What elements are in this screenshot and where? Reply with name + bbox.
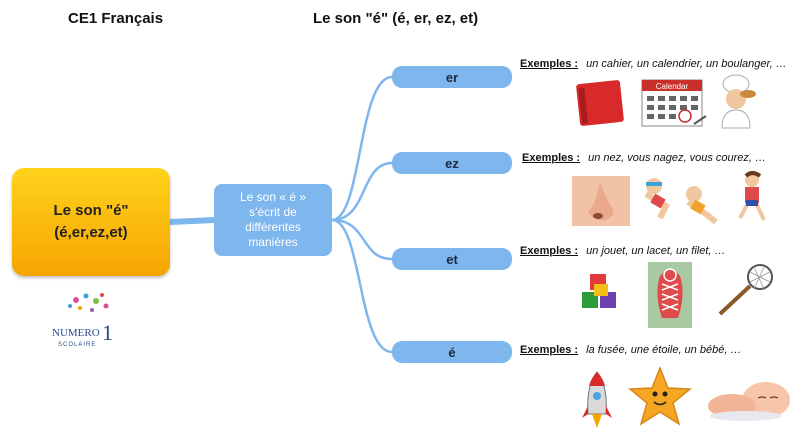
calendar-word: Calendar <box>656 82 689 91</box>
toy-blocks-icon <box>582 274 616 308</box>
center-line-3: différentes <box>245 220 301 234</box>
shoelace-icon <box>648 262 692 328</box>
branch-et: et <box>392 248 512 270</box>
center-line-1: Le son « é » <box>239 190 307 204</box>
center-node: Le son « é » s'écrit de différentes mani… <box>214 184 332 256</box>
branch-er: er <box>392 66 512 88</box>
examples-text: la fusée, une étoile, un bébé, … <box>586 344 742 356</box>
branch-e: é <box>392 341 512 363</box>
baker-icon <box>721 74 756 129</box>
star-icon <box>628 366 692 426</box>
logo-word: NUMERO <box>52 327 100 339</box>
swimming-kids-icon <box>644 178 718 225</box>
fishing-net-icon <box>718 264 773 316</box>
examples-e: Exemples : la fusée, une étoile, un bébé,… <box>520 344 741 356</box>
connector-et <box>331 218 393 261</box>
rocket-icon <box>582 371 612 428</box>
confetti-icon: NUMERO 1 SCOLAIRE <box>52 293 113 348</box>
numero1-logo: NUMERO 1 SCOLAIRE <box>50 292 124 352</box>
examples-text: un cahier, un calendrier, un boulanger, … <box>586 58 787 70</box>
examples-label: Exemples : <box>520 245 579 257</box>
connector-e <box>331 218 393 354</box>
baby-icon <box>708 382 790 421</box>
running-girl-icon <box>738 171 766 221</box>
examples-label: Exemples : <box>520 58 579 70</box>
examples-text: un jouet, un lacet, un filet, … <box>586 245 726 257</box>
notebook-icon <box>576 80 624 126</box>
logo-digit: 1 <box>102 320 113 345</box>
center-line-2: s'écrit de <box>249 205 297 219</box>
examples-label: Exemples : <box>522 152 581 164</box>
root-node: Le son "é" (é,er,ez,et) <box>12 168 170 276</box>
examples-er: Exemples : un cahier, un calendrier, un b… <box>520 58 787 70</box>
center-line-4: manières <box>248 235 298 249</box>
examples-label: Exemples : <box>520 344 579 356</box>
root-line-2: (é,er,ez,et) <box>54 224 128 241</box>
calendar-icon: Calendar <box>641 79 707 127</box>
root-connector <box>169 217 215 225</box>
connector-ez <box>331 161 393 222</box>
examples-text: un nez, vous nagez, vous courez, … <box>588 152 767 164</box>
examples-et: Exemples : un jouet, un lacet, un filet, … <box>520 245 726 257</box>
connector-er <box>331 75 393 222</box>
root-line-1: Le son "é" <box>53 202 129 219</box>
subject-title: CE1 Français <box>68 10 164 27</box>
branch-ez: ez <box>392 152 512 174</box>
page-title: Le son "é" (é, er, ez, et) <box>313 10 479 27</box>
logo-sub: SCOLAIRE <box>58 342 96 348</box>
examples-ez: Exemples : un nez, vous nagez, vous coure… <box>522 152 766 164</box>
nose-icon <box>572 176 630 226</box>
